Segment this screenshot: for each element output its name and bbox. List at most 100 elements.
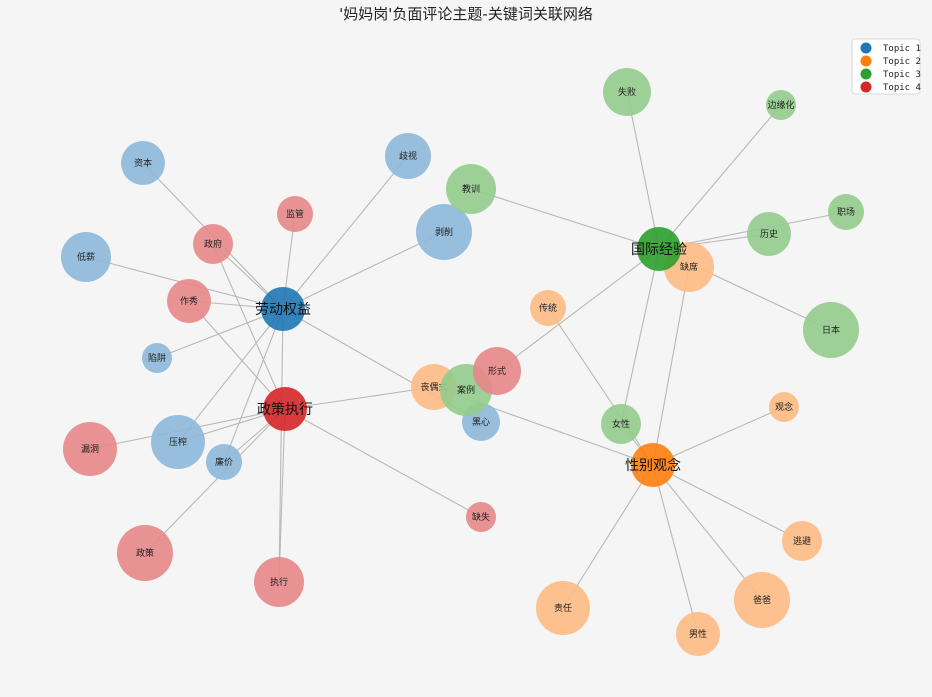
- keyword-circle: [828, 194, 864, 230]
- edge-政策执行-缺失: [284, 408, 482, 518]
- keyword-circle: [206, 444, 242, 480]
- topic-hub-label: 政策执行: [257, 401, 313, 418]
- keyword-node-压榨: 压榨: [151, 415, 205, 469]
- keyword-circle: [63, 422, 117, 476]
- keyword-label: 监管: [286, 208, 304, 220]
- keyword-circle: [601, 404, 641, 444]
- edge-性别观念-爸爸: [652, 464, 763, 601]
- keyword-circle: [117, 525, 173, 581]
- keyword-label: 历史: [760, 228, 778, 240]
- topic-hub-1: 劳动权益: [255, 287, 311, 331]
- keyword-label: 廉价: [215, 456, 233, 468]
- keyword-circle: [734, 572, 790, 628]
- keyword-label: 压榨: [169, 436, 187, 448]
- topic-hub-circle: [637, 227, 681, 271]
- keyword-circle: [769, 392, 799, 422]
- keyword-node-女性: 女性: [601, 404, 641, 444]
- edge-性别观念-传统: [547, 307, 654, 466]
- edge-性别观念-逃避: [652, 464, 803, 542]
- edge-劳动权益-剥削: [282, 231, 445, 310]
- keyword-circle: [473, 347, 521, 395]
- keyword-label: 日本: [822, 324, 840, 336]
- edge-性别观念-观念: [652, 406, 785, 466]
- keyword-label: 歧视: [399, 150, 417, 162]
- topic-hub-circle: [261, 287, 305, 331]
- keyword-node-缺失: 缺失: [466, 502, 496, 532]
- edge-政策执行-执行: [278, 408, 286, 583]
- keyword-circle: [416, 204, 472, 260]
- edge-劳动权益-廉价: [223, 308, 284, 463]
- topic-hub-2: 性别观念: [625, 443, 681, 487]
- legend-label-topic-2: Topic 2: [883, 57, 921, 67]
- keyword-label: 职场: [837, 207, 855, 218]
- keyword-node-陷阱: 陷阱: [142, 343, 172, 373]
- keyword-circle: [530, 290, 566, 326]
- keyword-node-传统: 传统: [530, 290, 566, 326]
- edge-劳动权益-执行: [278, 308, 284, 583]
- keyword-circle: [803, 302, 859, 358]
- edge-政策执行-政府: [212, 243, 286, 410]
- keyword-node-逃避: 逃避: [782, 521, 822, 561]
- keyword-label: 黑心: [472, 417, 490, 428]
- topic-hub-label: 劳动权益: [255, 302, 311, 318]
- legend-label-topic-1: Topic 1: [883, 44, 921, 54]
- keyword-node-日本: 日本: [803, 302, 859, 358]
- legend-box: [851, 38, 921, 95]
- topic-hub-circle: [631, 443, 675, 487]
- keyword-circle: [61, 232, 111, 282]
- edge-国际经验-女性: [620, 248, 660, 425]
- keyword-circle: [167, 279, 211, 323]
- keyword-circle: [277, 196, 313, 232]
- keyword-label: 政府: [204, 238, 222, 250]
- keyword-node-漏洞: 漏洞: [63, 422, 117, 476]
- keyword-label: 漏洞: [81, 443, 99, 455]
- keyword-circle: [466, 502, 496, 532]
- keyword-node-责任: 责任: [536, 581, 590, 635]
- keyword-label: 边缘化: [767, 99, 794, 111]
- legend-label-topic-4: Topic 4: [883, 83, 921, 93]
- topic-hub-label: 国际经验: [631, 242, 687, 258]
- keyword-circle: [536, 581, 590, 635]
- keyword-node-职场: 职场: [828, 194, 864, 230]
- keyword-node-作秀: 作秀: [167, 279, 211, 323]
- keyword-label: 形式: [488, 365, 506, 377]
- keyword-label: 男性: [689, 628, 707, 640]
- keyword-label: 剥削: [435, 226, 453, 238]
- keyword-label: 陷阱: [148, 352, 166, 364]
- legend-marker-topic-3: [860, 68, 872, 80]
- keyword-label: 执行: [270, 576, 288, 588]
- keyword-label: 责任: [554, 602, 572, 614]
- edge-政策执行-作秀: [188, 300, 286, 410]
- keyword-label: 失败: [618, 86, 636, 98]
- legend-marker-topic-2: [860, 55, 872, 67]
- edge-劳动权益-压榨: [177, 308, 284, 443]
- edge-国际经验-形式: [496, 248, 660, 372]
- keyword-label: 作秀: [180, 295, 198, 307]
- edge-国际经验-边缘化: [658, 104, 782, 250]
- keyword-circle: [766, 90, 796, 120]
- topic-hub-4: 政策执行: [257, 387, 313, 431]
- keyword-node-低薪: 低薪: [61, 232, 111, 282]
- keyword-label: 缺失: [472, 511, 490, 523]
- keyword-node-男性: 男性: [676, 612, 720, 656]
- node-layer: 资本低薪陷阱歧视剥削压榨廉价黑心缺席传统丧偶式观念逃避爸爸男性责任失败边缘化教训…: [61, 68, 864, 656]
- edge-劳动权益-歧视: [282, 155, 409, 310]
- keyword-circle: [385, 133, 431, 179]
- keyword-node-资本: 资本: [121, 141, 165, 185]
- keyword-label: 爸爸: [753, 594, 771, 606]
- edge-性别观念-责任: [562, 464, 654, 609]
- keyword-node-廉价: 廉价: [206, 444, 242, 480]
- keyword-node-监管: 监管: [277, 196, 313, 232]
- keyword-node-执行: 执行: [254, 557, 304, 607]
- keyword-node-歧视: 歧视: [385, 133, 431, 179]
- keyword-circle: [254, 557, 304, 607]
- keyword-label: 政策: [136, 547, 154, 559]
- topic-hub-3: 国际经验: [631, 227, 687, 271]
- keyword-label: 低薪: [77, 251, 95, 263]
- chart-title: '妈妈岗'负面评论主题-关键词关联网络: [339, 5, 593, 23]
- keyword-node-观念: 观念: [769, 392, 799, 422]
- keyword-node-边缘化: 边缘化: [766, 90, 796, 120]
- keyword-node-教训: 教训: [446, 164, 496, 214]
- keyword-circle: [603, 68, 651, 116]
- edge-劳动权益-陷阱: [156, 308, 284, 359]
